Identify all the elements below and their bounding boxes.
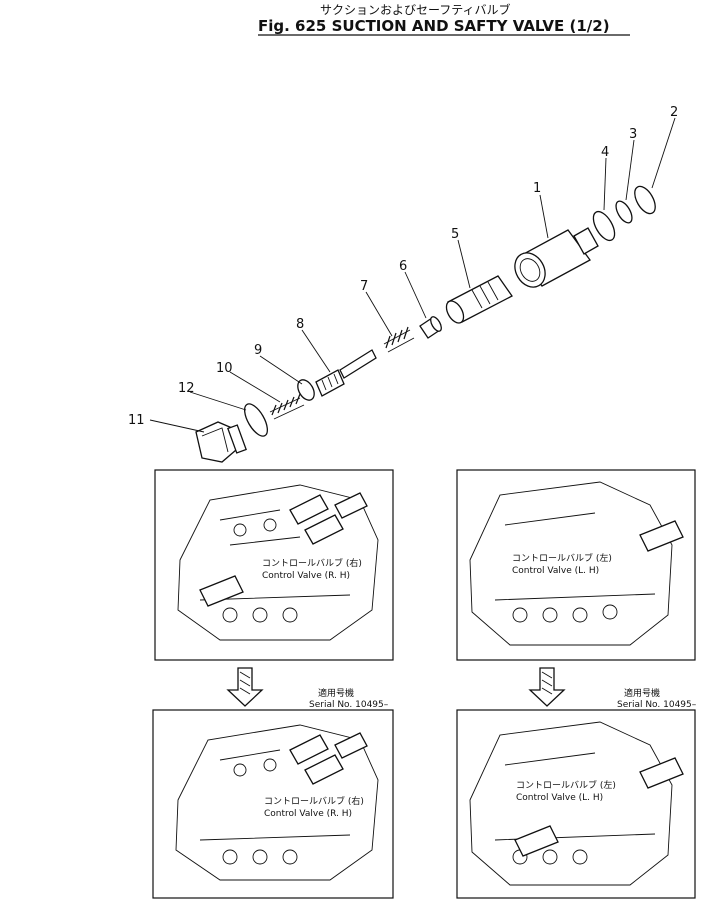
panel-4-label-jp: コントロールバルブ (左) [516, 779, 616, 791]
part-2-oring [634, 185, 656, 215]
part-8-poppet [315, 349, 377, 397]
callout-6: 6 [399, 259, 407, 274]
leader-lines [149, 117, 676, 433]
part-12-oring [243, 403, 269, 437]
panel-control-valve-rh-serial: コントロールバルブ (右) Control Valve (R. H) [152, 709, 394, 899]
part-6-sleeve [419, 316, 442, 339]
title-japanese: サクションおよびセーフティバルブ [320, 2, 511, 17]
callout-11: 11 [128, 413, 145, 428]
panel-4-label-en: Control Valve (L. H) [516, 793, 603, 803]
callout-12: 12 [178, 381, 195, 396]
part-10-spring [269, 393, 305, 420]
callout-2: 2 [670, 105, 678, 120]
panel-2-label-jp: コントロールバルブ (左) [512, 552, 612, 564]
callout-9: 9 [254, 343, 262, 358]
panel-3-serial-jp: 適用号機 [318, 687, 354, 699]
panel-3-label-jp: コントロールバルブ (右) [264, 795, 364, 807]
panel-2-label-en: Control Valve (L. H) [512, 566, 599, 576]
part-3-ring [615, 200, 633, 224]
title-english: Fig. 625 SUCTION AND SAFTY VALVE (1/2) [258, 17, 610, 35]
panel-3-label-en: Control Valve (R. H) [264, 809, 352, 819]
arrow-down-left [226, 667, 264, 707]
callout-1: 1 [533, 181, 541, 196]
panel-control-valve-lh-serial: コントロールバルブ (左) Control Valve (L. H) [456, 709, 696, 899]
callout-8: 8 [296, 317, 304, 332]
panel-4-serial-jp: 適用号機 [624, 687, 660, 699]
callout-4: 4 [601, 145, 609, 160]
part-11-cap [195, 421, 247, 463]
part-1-body [514, 227, 599, 288]
callout-3: 3 [629, 127, 637, 142]
part-7-spring [383, 326, 415, 353]
callout-7: 7 [360, 279, 368, 294]
exploded-view: 1 2 3 4 5 6 7 8 9 10 12 11 [128, 105, 678, 463]
part-5-valve [445, 275, 513, 324]
panel-3-serial-en: Serial No. 10495– [309, 700, 389, 710]
callout-10: 10 [216, 361, 233, 376]
panel-4-serial-en: Serial No. 10495– [617, 700, 697, 710]
callout-5: 5 [451, 227, 459, 242]
arrow-down-right [528, 667, 566, 707]
part-9-ring [297, 379, 315, 401]
panel-control-valve-lh: コントロールバルブ (左) Control Valve (L. H) [456, 469, 696, 661]
panel-control-valve-rh: コントロールバルブ (右) Control Valve (R. H) [154, 469, 394, 661]
panel-1-label-en: Control Valve (R. H) [262, 571, 350, 581]
panel-1-label-jp: コントロールバルブ (右) [262, 557, 362, 569]
part-4-oring [592, 210, 616, 242]
